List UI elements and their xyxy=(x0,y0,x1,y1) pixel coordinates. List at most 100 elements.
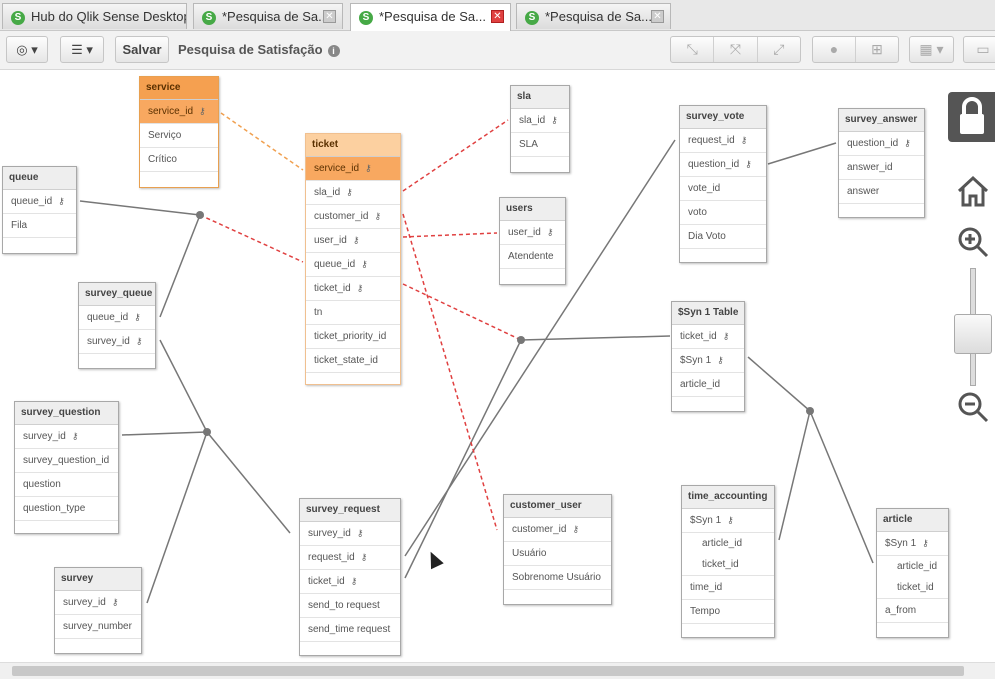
table-title: ticket xyxy=(306,134,400,157)
field-user-id[interactable]: user_id⚷ xyxy=(306,229,400,253)
field-question-type[interactable]: question_type xyxy=(15,497,118,521)
field-article-id[interactable]: article_id xyxy=(672,373,744,397)
tab-pesquisa-1[interactable]: S*Pesquisa de Sa...✕ xyxy=(193,3,343,29)
internal-view-icon[interactable]: ● xyxy=(813,37,856,62)
horizontal-scrollbar[interactable] xyxy=(0,662,995,679)
field-ticket-id[interactable]: ticket_id⚷ xyxy=(672,325,744,349)
source-view-icon[interactable]: ⊞ xyxy=(871,41,883,57)
shrink-icon[interactable]: ⤧ xyxy=(714,37,758,62)
table-service[interactable]: service service_id⚷ Serviço Crítico xyxy=(139,76,219,188)
key-icon: ⚷ xyxy=(111,597,119,607)
field-tn[interactable]: tn xyxy=(306,301,400,325)
field-send-time-request[interactable]: send_time request xyxy=(300,618,400,642)
table-users[interactable]: users user_id⚷ Atendente xyxy=(499,197,566,285)
field-user-id[interactable]: user_id⚷ xyxy=(500,221,565,245)
field-sla-id[interactable]: sla_id⚷ xyxy=(306,181,400,205)
field-syn-1[interactable]: $Syn 1⚷ xyxy=(877,532,948,556)
field-service-id[interactable]: service_id⚷ xyxy=(306,157,400,181)
field-survey-number[interactable]: survey_number xyxy=(55,615,141,639)
field-ticket-id[interactable]: ticket_id xyxy=(682,554,774,576)
field-fila[interactable]: Fila xyxy=(3,214,76,238)
field-survey-id[interactable]: survey_id⚷ xyxy=(15,425,118,449)
field-article-id[interactable]: article_id xyxy=(897,561,938,572)
zoom-in-icon[interactable] xyxy=(956,225,990,266)
field-queue-id[interactable]: queue_id⚷ xyxy=(306,253,400,277)
field-sla[interactable]: SLA xyxy=(511,133,569,157)
field-service-id[interactable]: service_id⚷ xyxy=(140,100,218,124)
field-dia-voto[interactable]: Dia Voto xyxy=(680,225,766,249)
field-survey-question-id[interactable]: survey_question_id xyxy=(15,449,118,473)
close-tab-icon[interactable]: ✕ xyxy=(651,10,664,23)
tab-pesquisa-2[interactable]: S*Pesquisa de Sa...✕ xyxy=(350,3,511,31)
table-survey-answer[interactable]: survey_answer question_id⚷ answer_id ans… xyxy=(838,108,925,218)
info-icon[interactable]: i xyxy=(327,44,340,57)
field-ticket-state-id[interactable]: ticket_state_id xyxy=(306,349,400,373)
zoom-slider-handle[interactable] xyxy=(954,314,992,354)
field-critico[interactable]: Crítico xyxy=(140,148,218,172)
panel-icon[interactable]: ▭ xyxy=(976,41,990,57)
field-request-id[interactable]: request_id⚷ xyxy=(300,546,400,570)
table-survey[interactable]: survey survey_id⚷ survey_number xyxy=(54,567,142,654)
field-survey-id[interactable]: survey_id⚷ xyxy=(79,330,155,354)
field-answer-id[interactable]: answer_id xyxy=(839,156,924,180)
field-article-id[interactable]: article_id xyxy=(702,538,743,549)
field-customer-id[interactable]: customer_id⚷ xyxy=(504,518,611,542)
data-model-canvas[interactable]: service service_id⚷ Serviço Crítico queu… xyxy=(0,70,995,662)
field-a-from[interactable]: a_from xyxy=(877,599,948,623)
field-customer-id[interactable]: customer_id⚷ xyxy=(306,205,400,229)
field-ticket-id[interactable]: ticket_id⚷ xyxy=(306,277,400,301)
table-time-accounting[interactable]: time_accounting $Syn 1⚷ article_id ticke… xyxy=(681,485,775,638)
field-question[interactable]: question xyxy=(15,473,118,497)
scrollbar-thumb[interactable] xyxy=(12,666,964,676)
lock-button[interactable] xyxy=(948,92,995,142)
table-customer-user[interactable]: customer_user customer_id⚷ Usuário Sobre… xyxy=(503,494,612,605)
grid-icon[interactable]: ▦ ▾ xyxy=(919,41,944,57)
close-tab-icon[interactable]: ✕ xyxy=(323,10,336,23)
field-survey-id[interactable]: survey_id⚷ xyxy=(55,591,141,615)
navigation-button[interactable]: ◎ ▾ xyxy=(6,36,48,63)
home-icon[interactable] xyxy=(956,174,990,215)
field-atendente[interactable]: Atendente xyxy=(500,245,565,269)
field-syn-1[interactable]: $Syn 1⚷ xyxy=(682,509,774,533)
collapse-icon[interactable]: ⤡ xyxy=(671,37,715,62)
table-survey-question[interactable]: survey_question survey_id⚷ survey_questi… xyxy=(14,401,119,534)
field-question-id[interactable]: question_id⚷ xyxy=(680,153,766,177)
table-syn-1[interactable]: $Syn 1 Table ticket_id⚷ $Syn 1⚷ article_… xyxy=(671,301,745,412)
field-send-to-request[interactable]: send_to request xyxy=(300,594,400,618)
zoom-out-icon[interactable] xyxy=(956,390,990,431)
field-survey-id[interactable]: survey_id⚷ xyxy=(300,522,400,546)
field-servico[interactable]: Serviço xyxy=(140,124,218,148)
field-request-id[interactable]: request_id⚷ xyxy=(680,129,766,153)
field-sobrenome-usuario[interactable]: Sobrenome Usuário xyxy=(504,566,611,590)
table-article[interactable]: article $Syn 1⚷ article_id ticket_id a_f… xyxy=(876,508,949,638)
key-icon: ⚷ xyxy=(135,336,143,346)
menu-button[interactable]: ☰ ▾ xyxy=(60,36,104,63)
field-vote-id[interactable]: vote_id xyxy=(680,177,766,201)
table-survey-queue[interactable]: survey_queue queue_id⚷ survey_id⚷ xyxy=(78,282,156,369)
field-ticket-id[interactable]: ticket_id⚷ xyxy=(300,570,400,594)
field-syn-1[interactable]: $Syn 1⚷ xyxy=(672,349,744,373)
field-time-id[interactable]: time_id xyxy=(682,576,774,600)
field-sla-id[interactable]: sla_id⚷ xyxy=(511,109,569,133)
save-button[interactable]: Salvar xyxy=(115,36,169,63)
field-tempo[interactable]: Tempo xyxy=(682,600,774,624)
table-survey-vote[interactable]: survey_vote request_id⚷ question_id⚷ vot… xyxy=(679,105,767,263)
table-survey-request[interactable]: survey_request survey_id⚷ request_id⚷ ti… xyxy=(299,498,401,656)
table-sla[interactable]: sla sla_id⚷ SLA xyxy=(510,85,570,173)
field-queue-id[interactable]: queue_id⚷ xyxy=(79,306,155,330)
tab-pesquisa-3[interactable]: S*Pesquisa de Sa...✕ xyxy=(516,3,671,29)
field-ticket-id[interactable]: ticket_id xyxy=(877,577,948,599)
field-ticket-priority-id[interactable]: ticket_priority_id xyxy=(306,325,400,349)
table-ticket[interactable]: ticket service_id⚷ sla_id⚷ customer_id⚷ … xyxy=(305,133,401,385)
field-question-id[interactable]: question_id⚷ xyxy=(839,132,924,156)
expand-icon[interactable]: ⤢ xyxy=(773,41,785,57)
field-voto[interactable]: voto xyxy=(680,201,766,225)
link-article xyxy=(809,410,874,564)
table-queue[interactable]: queue queue_id⚷ Fila xyxy=(2,166,77,254)
close-tab-icon[interactable]: ✕ xyxy=(491,10,504,23)
field-answer[interactable]: answer xyxy=(839,180,924,204)
field-usuario[interactable]: Usuário xyxy=(504,542,611,566)
field-queue-id[interactable]: queue_id⚷ xyxy=(3,190,76,214)
